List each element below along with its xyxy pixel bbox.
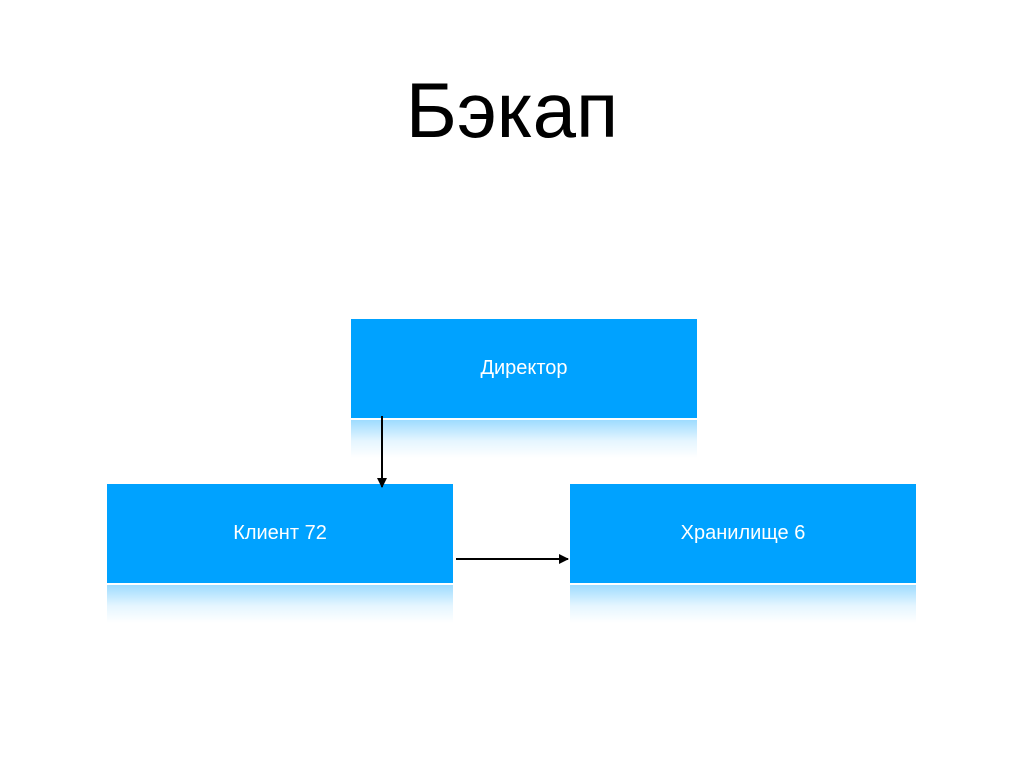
client-node: Клиент 72: [107, 484, 453, 583]
director-node-reflection: [351, 420, 697, 458]
storage-node-label: Хранилище 6: [680, 522, 806, 544]
client-node-label: Клиент 72: [233, 522, 327, 544]
storage-node-reflection: [570, 585, 916, 623]
storage-node: Хранилище 6: [570, 484, 916, 583]
director-node-label: Директор: [480, 357, 568, 379]
director-node: Директор: [351, 319, 697, 418]
slide-title: Бэкап: [405, 66, 619, 154]
client-node-reflection: [107, 585, 453, 623]
